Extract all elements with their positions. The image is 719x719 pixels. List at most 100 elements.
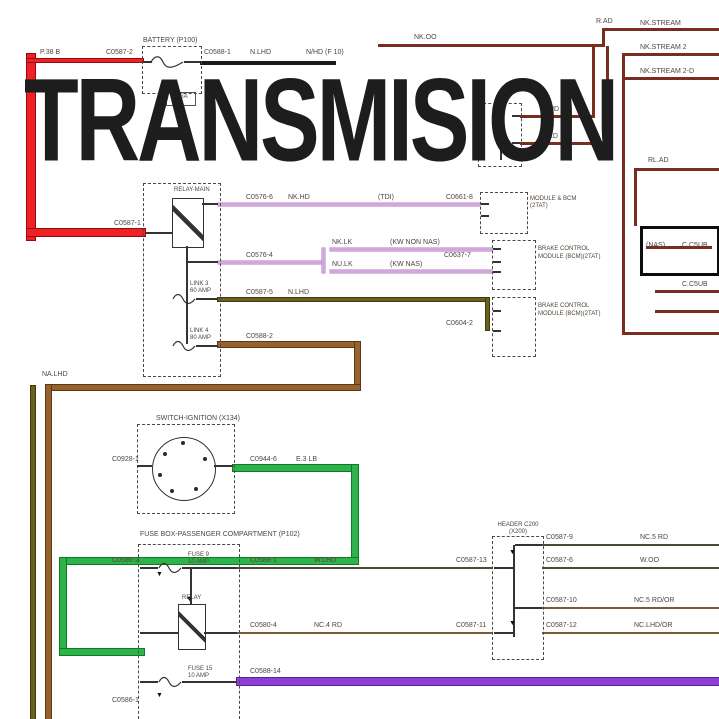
label-nklk: NK.LK bbox=[332, 239, 353, 246]
label-c0586-2: C0586-2 bbox=[112, 557, 139, 564]
wire-maroon-right-bottom bbox=[622, 332, 719, 335]
label-nc5rd-or: NC.5 RD/OR bbox=[634, 597, 675, 604]
link3-fuse-icon bbox=[172, 292, 196, 310]
wire-brown-across bbox=[46, 385, 360, 390]
label-nc5rd: NC.5 RD bbox=[640, 534, 669, 541]
label-tap-a: C.HD bbox=[542, 106, 560, 113]
label-mega-fuse: MEGA bbox=[170, 94, 188, 100]
wire-pink-tdi bbox=[218, 203, 480, 206]
label-link4: LINK 4 bbox=[190, 328, 209, 334]
relay-main-title: RELAY-MAIN bbox=[174, 187, 210, 193]
label-black-dest: N/HD (F 10) bbox=[306, 49, 344, 56]
wire-maroon-stream-2 bbox=[622, 53, 719, 56]
wire-olive-bcm-drop bbox=[486, 298, 489, 330]
label-c0587-13: C0587-13 bbox=[456, 557, 487, 564]
module-bcm-box bbox=[480, 192, 528, 234]
wire-maroon-stream-link bbox=[622, 53, 625, 80]
module-bcm-tick-b bbox=[481, 215, 489, 217]
fusebox-line-4 bbox=[204, 632, 237, 634]
fusebox-title: FUSE BOX-PASSENGER COMPARTMENT (P102) bbox=[140, 531, 300, 538]
label-link3-amp: 60 AMP bbox=[190, 288, 212, 294]
battery-internal-line-left bbox=[143, 61, 152, 63]
wire-green-ign-out bbox=[233, 465, 358, 471]
ignition-terminal-dot bbox=[158, 473, 162, 477]
brake1-tick-a bbox=[493, 248, 501, 250]
wire-maroon-top-riser bbox=[602, 28, 605, 47]
wire-red-feed-vertical bbox=[27, 54, 35, 240]
link4-fuse-icon bbox=[172, 339, 196, 357]
fuse9-icon bbox=[158, 561, 182, 579]
label-wlhd: W.LHD bbox=[314, 557, 337, 564]
label-rl-ad: RL.AD bbox=[648, 157, 669, 164]
fusebox-box bbox=[138, 544, 240, 719]
label-stream-1: NK.STREAM bbox=[640, 20, 681, 27]
wire-pink-split bbox=[322, 248, 325, 273]
wire-maroon-tap-b bbox=[520, 142, 609, 145]
wire-olive-bcm bbox=[218, 298, 488, 301]
brake1-tick-b bbox=[493, 261, 501, 263]
wire-maroon-drop-a bbox=[592, 46, 595, 118]
label-conn-battery-out: C0588-1 bbox=[204, 49, 231, 56]
label-c0587-11: C0587-11 bbox=[456, 622, 487, 629]
wire-maroon-right-vertical bbox=[622, 80, 625, 335]
label-tap-b: C.LD bbox=[542, 133, 558, 140]
wire-maroon-stream-3 bbox=[622, 77, 719, 80]
label-c0588-2: C0588-2 bbox=[246, 333, 273, 340]
wire-maroon-stream-1 bbox=[602, 28, 719, 31]
wire-black-battery-out bbox=[200, 61, 336, 65]
brake2-title-line2: MODULE (BCM)(2TAT) bbox=[538, 311, 601, 317]
label-woo: W.OO bbox=[640, 557, 660, 564]
down-arrow-icon: ▼ bbox=[509, 620, 516, 627]
mega-fuse-box bbox=[166, 92, 196, 106]
label-nkhd: NK.HD bbox=[288, 194, 310, 201]
fusebox-line-6 bbox=[182, 681, 237, 683]
label-c0928-1: C0928-1 bbox=[112, 456, 139, 463]
battery-title: BATTERY (P100) bbox=[143, 37, 198, 44]
brake2-title-line1: BRAKE CONTROL bbox=[538, 303, 590, 309]
fusebox-line-2 bbox=[182, 567, 237, 569]
label-c0576-6: C0576-6 bbox=[246, 194, 273, 201]
wire-green-across bbox=[60, 558, 358, 564]
wire-brown-out bbox=[218, 342, 360, 347]
brake2-tick-b bbox=[493, 330, 501, 332]
label-ccsub-b: C.C5UB bbox=[682, 281, 708, 288]
link3-out-line bbox=[196, 298, 218, 300]
label-nlhd: N.LHD bbox=[288, 289, 310, 296]
top-module-tick-b bbox=[512, 142, 520, 144]
wire-purple-bottom bbox=[237, 678, 719, 685]
wire-wlhd bbox=[237, 567, 492, 569]
ignition-terminal-dot bbox=[181, 441, 185, 445]
label-nc4rd: NC.4 RD bbox=[314, 622, 343, 629]
header-stub-3 bbox=[515, 607, 542, 609]
header-title: HEADER C200 (X200) bbox=[497, 522, 539, 535]
module-bcm-tick-a bbox=[481, 203, 489, 205]
label-fusebox-relay: RELAY bbox=[182, 595, 202, 601]
fusebox-line-1 bbox=[140, 567, 158, 569]
fusebox-line-5 bbox=[140, 681, 158, 683]
brake1-tick-c bbox=[493, 271, 501, 273]
fusebox-relay-icon bbox=[178, 604, 206, 650]
wire-green-to-fusebox bbox=[60, 649, 144, 655]
wire-maroon-ccsub-b bbox=[655, 310, 719, 313]
down-arrow-icon: ▼ bbox=[186, 596, 193, 603]
header-bus bbox=[513, 545, 515, 637]
down-arrow-icon: ▼ bbox=[156, 571, 163, 578]
label-wire-nkoo: NK.OO bbox=[414, 34, 437, 41]
mega-fuse-icon bbox=[150, 55, 184, 74]
fuse15-icon bbox=[158, 675, 182, 693]
wire-maroon-rl-ad bbox=[634, 168, 719, 171]
label-c0661-8: C0661-8 bbox=[446, 194, 473, 201]
label-c0587-5: C0587-5 bbox=[246, 289, 273, 296]
wire-brown-left-vertical bbox=[46, 385, 51, 719]
wire-green-left-drop bbox=[60, 558, 66, 655]
down-arrow-icon: ▼ bbox=[156, 692, 163, 699]
brake1-title-line2: MODULE (BCM)(2TAT) bbox=[538, 254, 601, 260]
ignition-terminal-dot bbox=[163, 452, 167, 456]
brake-module-box-2 bbox=[492, 297, 536, 357]
wire-green-drop bbox=[352, 465, 358, 564]
relay-internal-out-mid bbox=[186, 261, 218, 263]
label-c0580-4: C0580-4 bbox=[250, 622, 277, 629]
label-fuse9: FUSE 9 bbox=[188, 552, 210, 558]
wire-maroon-ccsub-a bbox=[655, 290, 719, 293]
label-tdi: (TDI) bbox=[378, 194, 394, 201]
